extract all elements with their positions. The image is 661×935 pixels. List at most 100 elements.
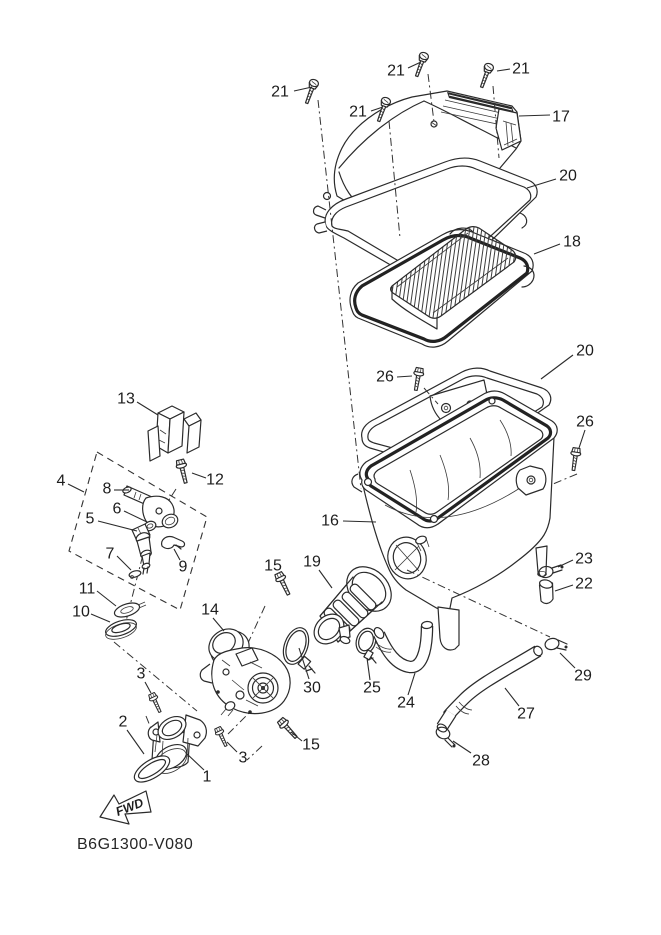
clip-28: [435, 726, 456, 748]
leader-line-26: [396, 375, 413, 378]
bolt-3-upper: [146, 691, 165, 715]
bolt-12: [174, 458, 192, 485]
leader-line-22: [554, 584, 574, 592]
leader-line-1: [185, 752, 205, 771]
clamp-30: [282, 627, 316, 674]
leader-line-2: [126, 729, 145, 755]
callout-7: 7: [106, 546, 115, 563]
callout-26: 26: [576, 414, 594, 431]
callout-13: 13: [117, 391, 135, 408]
leader-line-20: [540, 354, 574, 380]
leader-line-14: [212, 617, 225, 632]
callout-24: 24: [397, 695, 415, 712]
callout-20: 20: [576, 343, 594, 360]
callout-12: 12: [206, 472, 224, 489]
bolt-15-lower: [275, 715, 301, 742]
fwd-arrow: FWD: [99, 790, 152, 825]
callout-27: 27: [517, 706, 535, 723]
callout-21: 21: [512, 61, 530, 78]
callout-21: 21: [349, 104, 367, 121]
callout-20: 20: [559, 168, 577, 185]
leader-line-6: [123, 510, 148, 523]
callout-8: 8: [103, 481, 112, 498]
case-leg: [437, 606, 460, 651]
leader-line-28: [452, 740, 472, 754]
callout-4: 4: [57, 473, 66, 490]
leader-line-30: [298, 647, 310, 680]
clip-29: [544, 637, 568, 651]
manifold-gasket-2: [133, 755, 171, 783]
callout-15: 15: [264, 558, 282, 575]
breather-hose-27: [436, 645, 543, 733]
callout-11: 11: [79, 581, 96, 598]
bolt-3-lower: [212, 725, 231, 749]
callout-25: 25: [363, 680, 381, 697]
callout-3: 3: [239, 750, 248, 767]
leader-line-5: [97, 520, 138, 532]
leader-line-24: [407, 672, 416, 696]
callout-21: 21: [387, 63, 405, 80]
leader-line-25: [366, 657, 371, 681]
sensor-13: [147, 405, 202, 462]
callout-1: 1: [203, 769, 212, 786]
leader-line-21: [496, 68, 511, 72]
gasket-10: [105, 619, 137, 640]
callout-3: 3: [137, 666, 146, 683]
leader-line-19: [318, 569, 333, 589]
leader-line-13: [136, 401, 159, 416]
leader-line-3: [144, 681, 152, 694]
leader-line-15: [290, 731, 303, 742]
callout-26: 26: [376, 369, 394, 386]
screw-26-a: [410, 366, 426, 392]
drawing-code: B6G1300-V080: [77, 836, 193, 853]
washer-11: [113, 601, 147, 618]
leader-line-29: [559, 652, 576, 669]
center-lines: [113, 73, 578, 761]
air-cleaner-case-16: [351, 390, 558, 651]
leader-line-17: [518, 114, 551, 117]
air-filter-element-18: [349, 226, 535, 348]
fwd-label: FWD: [114, 796, 146, 819]
leader-line-4: [67, 483, 85, 493]
leader-line-10: [90, 613, 111, 623]
leader-line-27: [504, 687, 520, 707]
injector-assembly-4: [68, 451, 208, 611]
leader-line-11: [96, 590, 117, 607]
screw-21-d: [476, 61, 496, 90]
air-joint-19: [313, 566, 392, 645]
callout-9: 9: [179, 559, 188, 576]
clip-23: [538, 564, 564, 579]
callout-28: 28: [472, 753, 490, 770]
callout-15: 15: [302, 737, 320, 754]
leader-line-20: [526, 178, 557, 189]
callout-22: 22: [575, 576, 593, 593]
assembly-outline-box: [68, 451, 208, 611]
leader-line-21: [293, 86, 313, 92]
leader-line-9: [173, 548, 181, 561]
callout-16: 16: [321, 513, 339, 530]
callout-29: 29: [574, 668, 592, 685]
cover-seal-gasket-20-upper: [312, 157, 538, 290]
callout-14: 14: [201, 602, 219, 619]
throttle-body-14: [199, 628, 291, 717]
oring-7: [128, 570, 142, 579]
leader-line-12: [191, 472, 207, 479]
callout-18: 18: [563, 234, 581, 251]
fuel-pipe-8: [122, 485, 179, 529]
callout-30: 30: [303, 680, 321, 697]
callout-21: 21: [271, 84, 289, 101]
clip-9: [161, 535, 186, 550]
callout-23: 23: [575, 551, 593, 568]
callout-10: 10: [72, 604, 90, 621]
injector-5: [131, 523, 152, 575]
leader-line-26: [578, 429, 586, 449]
leader-line-21: [407, 61, 422, 69]
leader-line-7: [116, 555, 132, 571]
leader-line-16: [342, 520, 377, 523]
leader-line-21: [370, 106, 384, 112]
leader-line-18: [533, 243, 561, 255]
screw-21-a: [301, 77, 321, 106]
